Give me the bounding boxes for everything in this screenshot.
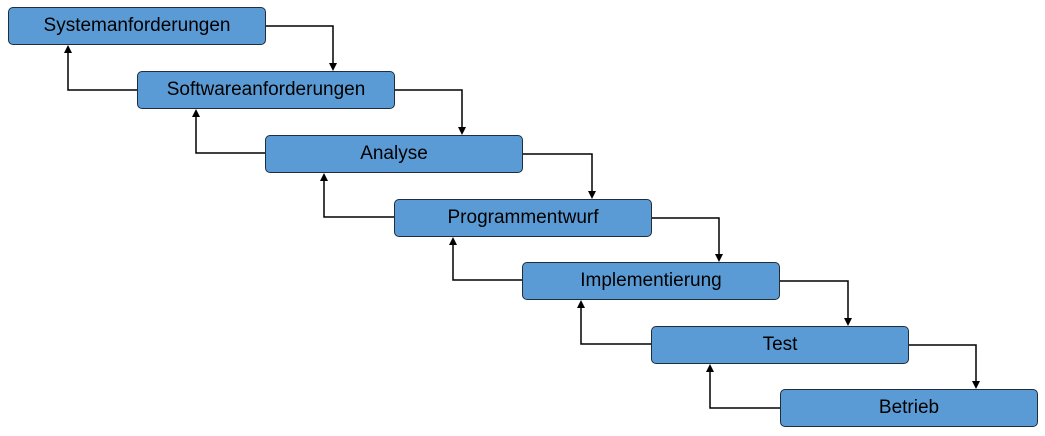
forward-arrow-4 [651, 217, 723, 262]
phase-implementierung: Implementierung [522, 262, 780, 300]
phase-analyse: Analyse [265, 135, 523, 173]
forward-arrow-5 [779, 280, 852, 326]
phase-programmentwurf: Programmentwurf [394, 199, 652, 237]
phase-systemanforderungen: Systemanforderungen [8, 7, 266, 45]
phase-softwareanforderungen: Softwareanforderungen [137, 71, 395, 109]
phase-test: Test [651, 326, 909, 364]
feedback-arrow-5 [577, 300, 651, 345]
feedback-arrow-6 [706, 364, 780, 409]
feedback-arrow-1 [64, 45, 137, 91]
feedback-arrow-3 [320, 173, 394, 218]
forward-arrow-1 [265, 25, 337, 71]
feedback-arrow-2 [192, 109, 265, 154]
forward-arrow-6 [908, 344, 980, 389]
forward-arrow-2 [394, 89, 466, 135]
forward-arrow-3 [522, 153, 596, 199]
phase-betrieb: Betrieb [780, 389, 1038, 427]
feedback-arrow-4 [449, 237, 522, 281]
